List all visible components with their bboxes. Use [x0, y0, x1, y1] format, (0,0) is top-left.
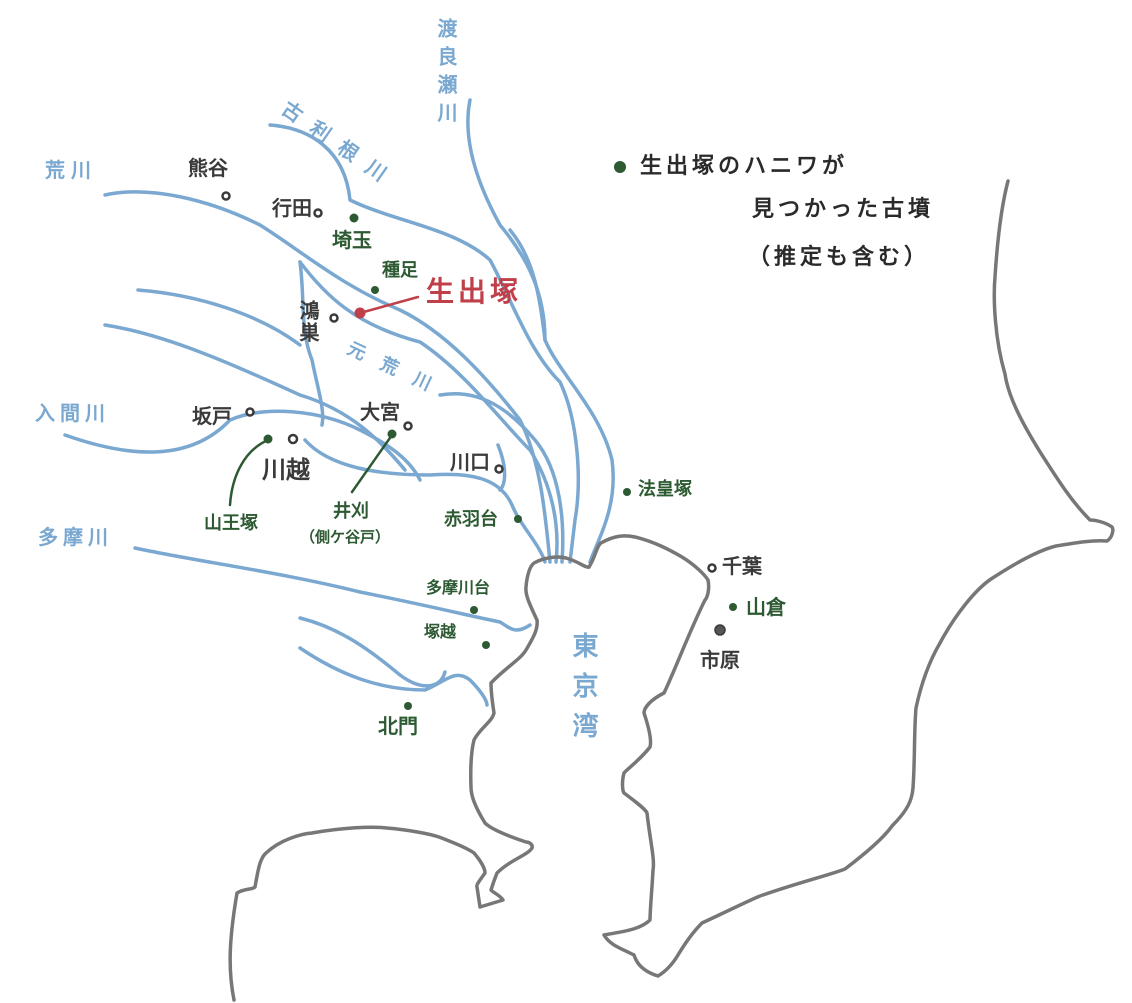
mound-label-akabanedai: 赤羽台 [444, 509, 498, 530]
highlight-label-oidezuka: 生出塚 [426, 275, 523, 308]
mound-label-tsukagoshi: 塚越 [424, 622, 457, 641]
city-label-gyoda: 行田 [272, 196, 312, 220]
city-label-konosu: 鴻巣 [296, 300, 320, 344]
river-tama [133, 546, 532, 632]
legend-line-1: 生出塚のハニワが [640, 154, 849, 179]
city-marker-ichihara [714, 624, 726, 636]
legend-line-2: 見つかった古墳 [752, 197, 935, 222]
river-iruma [63, 409, 422, 482]
mound-label-hoozuka: 法皇塚 [638, 479, 692, 500]
city-label-kawagoe: 川越 [262, 456, 310, 484]
legend-line-3: （推定も含む） [748, 245, 931, 270]
city-label-sakado: 坂戸 [192, 404, 232, 428]
river-kawaguchi-branch [496, 443, 507, 492]
river-label-tama: 多摩川 [38, 525, 113, 549]
river-label-watarase: 渡良瀬川 [434, 18, 458, 130]
mound-label-tanadare: 種足 [382, 260, 418, 281]
legend-marker [614, 161, 626, 173]
city-marker-konosu [329, 313, 339, 323]
bay-label-tokyo: 東京湾 [568, 632, 598, 752]
coastline-boso [587, 179, 1115, 978]
mound-marker-kitamon [404, 702, 412, 710]
river-iruma-lower [303, 438, 547, 564]
river-south-2 [298, 646, 489, 707]
city-marker-sakado [245, 407, 255, 417]
city-marker-kumagaya [221, 191, 231, 201]
mound-label-yamakura: 山倉 [746, 595, 786, 619]
city-label-omiya: 大宮 [360, 400, 400, 424]
city-marker-kawaguchi [494, 464, 504, 474]
mound-marker-akabanedai [514, 515, 522, 523]
river-furutone-branch [508, 228, 547, 342]
city-label-ichihara: 市原 [700, 648, 740, 672]
coastline-west [228, 555, 591, 1002]
river-arakawa [103, 190, 552, 564]
mound-label-sannozuka: 山王塚 [204, 513, 258, 534]
river-furutone [268, 123, 580, 564]
river-kawaguchi [438, 392, 565, 564]
mound-label-sakitama: 埼玉 [332, 228, 372, 252]
mound-marker-ikari [387, 429, 397, 439]
river-motoarakawa [298, 260, 559, 564]
city-marker-kawagoe [287, 433, 299, 445]
mound-marker-sakitama [349, 213, 359, 223]
river-label-iruma: 入間川 [35, 401, 110, 425]
city-label-chiba: 千葉 [722, 554, 762, 578]
city-marker-gyoda [313, 208, 323, 218]
river-kumagaya-branch [298, 260, 325, 427]
mound-label-ikari-sub: （側ケ谷戸） [300, 528, 391, 546]
city-label-kawaguchi: 川口 [450, 450, 490, 474]
mound-marker-tsukagoshi [482, 641, 490, 649]
city-label-kumagaya: 熊谷 [188, 156, 228, 180]
leader-line-oidezuka [358, 295, 420, 315]
mound-marker-tanadare [371, 286, 379, 294]
mound-label-ikari: 井刈 [333, 501, 369, 522]
city-marker-chiba [707, 563, 717, 573]
mound-marker-tamagawadai [470, 606, 478, 614]
city-marker-omiya [403, 421, 413, 431]
mound-label-kitamon: 北門 [378, 714, 418, 738]
leader-line-ikari [350, 433, 394, 494]
mound-marker-hoozuka [623, 488, 631, 496]
river-label-arakawa: 荒川 [45, 158, 97, 182]
mound-label-tamagawadai: 多摩川台 [426, 578, 491, 597]
highlight-marker-oidezuka [354, 307, 366, 319]
leader-line-sannozuka [228, 438, 270, 507]
mound-marker-sannozuka [263, 434, 273, 444]
mound-marker-yamakura [729, 603, 737, 611]
river-west-1 [136, 288, 302, 347]
